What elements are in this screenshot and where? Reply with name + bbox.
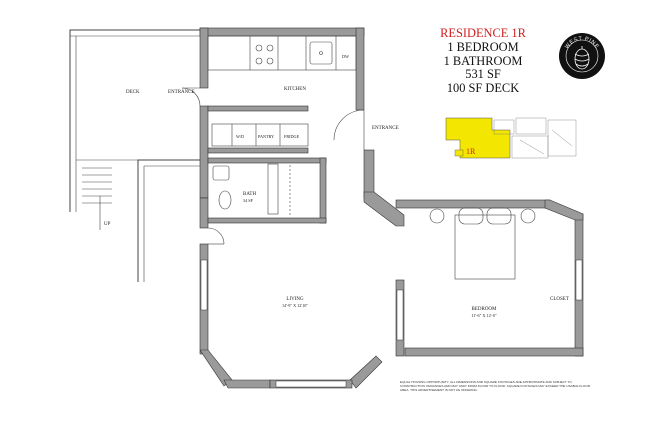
key-plan-unit-label: 1R — [466, 147, 476, 156]
pantry-label: PANTRY — [258, 134, 274, 139]
unit-area: 531 SF — [465, 67, 501, 82]
dishwasher-label: DW — [342, 54, 349, 59]
bath-fixtures — [212, 163, 291, 215]
windows — [200, 259, 583, 388]
title-block: RESIDENCE 1R 1 BEDROOM 1 BATHROOM 531 SF… — [418, 26, 548, 96]
washer-dryer-label: W/D — [236, 134, 244, 139]
deck-label: DECK — [126, 90, 140, 95]
disclaimer-text: Equal housing opportunity. All dimension… — [400, 380, 590, 392]
living-dims-label: 14'-9" X 12'10" — [282, 303, 308, 308]
west-pine-logo: WEST PINE — [559, 33, 605, 79]
deck-entrance-label: ENTRANCE — [168, 90, 195, 95]
kitchen-counter — [207, 35, 357, 71]
stairs-up-label: UP — [104, 222, 111, 227]
utility-row — [211, 123, 309, 147]
bathroom-count: 1 BATHROOM — [443, 53, 523, 68]
deck-area — [69, 29, 205, 282]
bedroom-count: 1 BEDROOM — [447, 39, 519, 54]
bedroom-label: BEDROOM — [471, 307, 497, 312]
sink-icon — [309, 41, 333, 65]
living-label: LIVING — [286, 297, 304, 302]
key-plan-thumbnail: 1R — [442, 114, 580, 162]
closet-label: CLOSET — [550, 297, 569, 302]
bath-label: BATH — [243, 192, 256, 197]
doors — [181, 87, 365, 245]
bath-area-label: 34 SF — [243, 198, 254, 203]
main-entrance-label: ENTRANCE — [372, 126, 399, 131]
stove-icon — [255, 44, 274, 65]
fridge-label: FRIDGE — [284, 134, 300, 139]
deck-area-text: 100 SF DECK — [446, 81, 520, 96]
residence-title: RESIDENCE 1R — [440, 26, 526, 40]
kitchen-label: KITCHEN — [284, 87, 306, 92]
pinecone-icon — [574, 46, 590, 70]
bedroom-dims-label: 11'-6" X 12'-0" — [471, 313, 497, 318]
deck-stairs — [76, 159, 138, 230]
bed-icon — [429, 207, 536, 280]
